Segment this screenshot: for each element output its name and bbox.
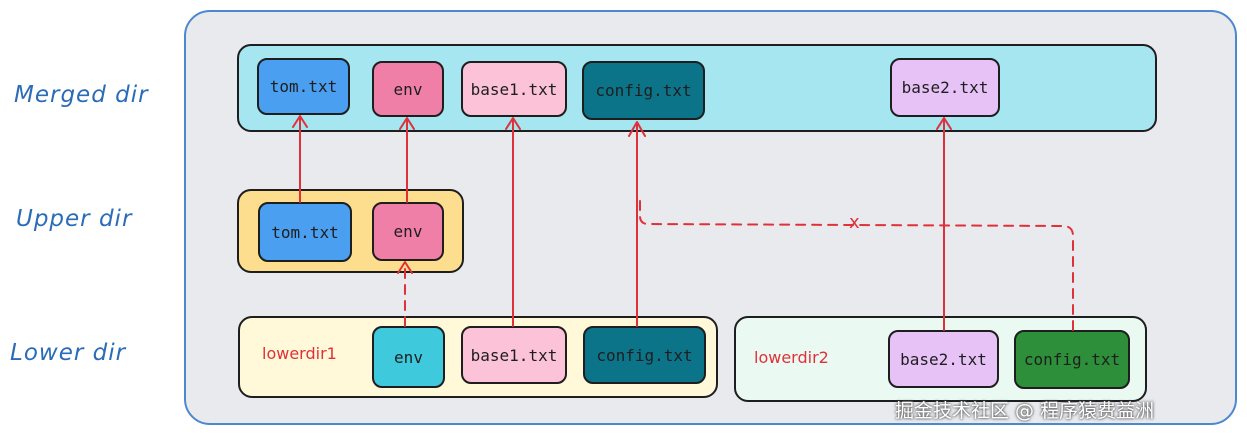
upper-file-env: env — [372, 202, 444, 261]
row-label-merged: Merged dir — [14, 82, 149, 108]
merged-file-env: env — [372, 61, 444, 117]
lowerdir1-label: lowerdir1 — [262, 344, 337, 363]
watermark-text: 掘金技术社区 @ 程序猿费益洲 — [895, 400, 1155, 422]
upper-file-tom: tom.txt — [258, 202, 352, 262]
lower2-file-base2: base2.txt — [888, 330, 999, 388]
lower1-file-base1: base1.txt — [461, 326, 567, 384]
lower1-file-config: config.txt — [583, 326, 706, 384]
row-label-upper: Upper dir — [16, 206, 133, 232]
merged-file-config: config.txt — [582, 61, 705, 120]
lower2-file-config: config.txt — [1014, 330, 1130, 389]
row-label-lower: Lower dir — [10, 340, 127, 366]
merged-file-base1: base1.txt — [461, 61, 567, 117]
lowerdir2-label: lowerdir2 — [754, 348, 829, 367]
merged-file-tom: tom.txt — [257, 58, 350, 115]
blocked-x-marker: x — [849, 212, 860, 233]
merged-file-base2: base2.txt — [890, 58, 1000, 117]
lower1-file-env: env — [372, 326, 445, 388]
